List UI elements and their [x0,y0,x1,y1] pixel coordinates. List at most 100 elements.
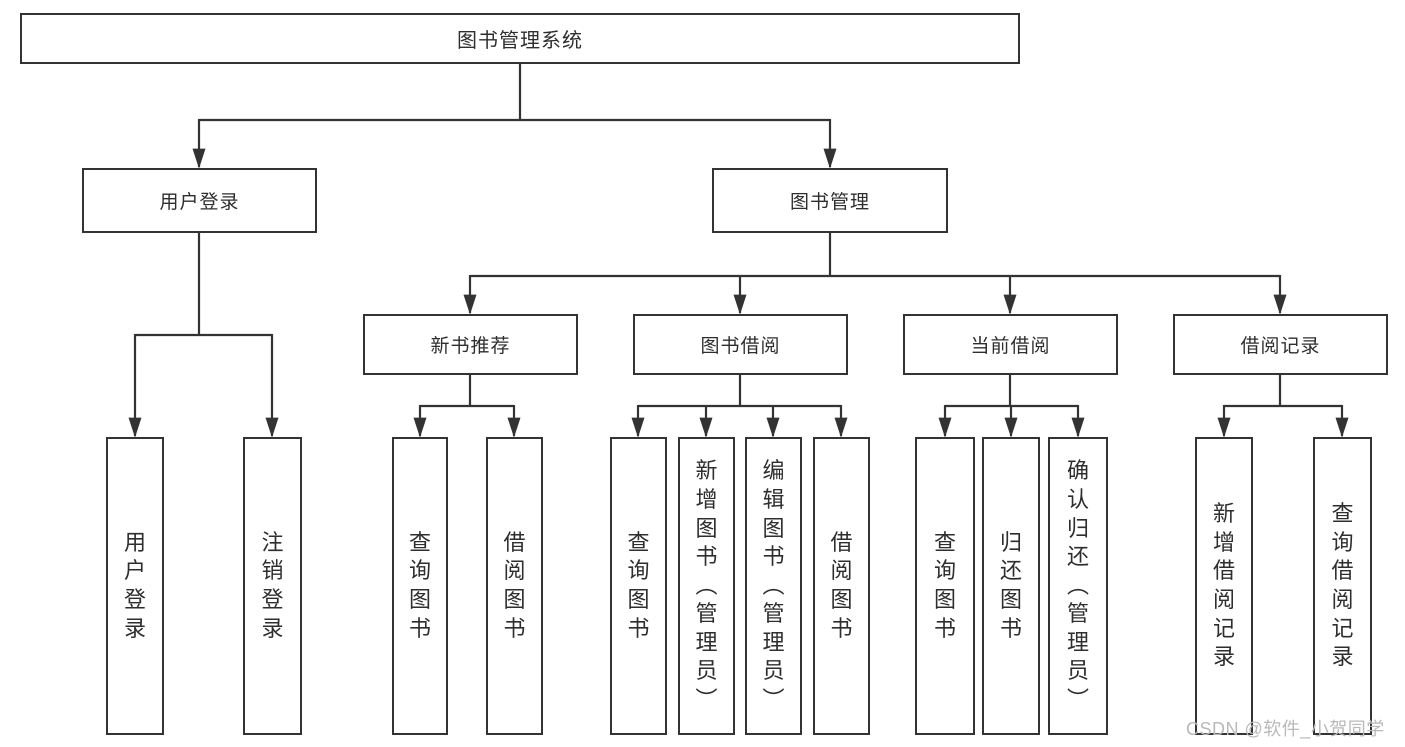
vertical-char: 图 [627,587,650,612]
vertical-char: 销 [261,558,284,584]
vertical-char: 员 [695,658,718,684]
vertical-char: 借 [1331,558,1354,584]
vertical-char: 书 [999,615,1022,641]
node-label: 图书借阅 [700,336,781,357]
vertical-char: 辑 [762,486,785,512]
vertical-char: 注 [261,529,284,555]
leaf-borrow-books-borrowing: 借阅图书 [813,437,870,735]
vertical-char: 阅 [1212,587,1235,612]
vertical-char: 确 [1066,458,1089,484]
node-book-borrowing: 图书借阅 [633,314,848,375]
vertical-char: 增 [695,486,718,512]
vertical-char: 询 [408,558,431,584]
vertical-char: 登 [123,587,146,612]
vertical-char: 认 [1066,486,1089,512]
vertical-char: 员 [762,658,785,684]
vertical-char: 管 [1066,601,1089,627]
vertical-char: 归 [999,529,1022,555]
vertical-char: 书 [408,615,431,641]
vertical-char: 询 [627,558,650,584]
vertical-char: 书 [695,544,718,570]
vertical-char: 新 [1212,501,1235,527]
node-label: 图书管理 [789,192,870,213]
vertical-char: ︶ [695,687,718,713]
vertical-char: 录 [123,615,146,641]
vertical-char: 借 [1212,558,1235,584]
vertical-char: 登 [261,587,284,612]
vertical-char: 图 [933,587,956,612]
leaf-query-books-recommend: 查询图书 [392,437,448,735]
vertical-char: 图 [999,587,1022,612]
vertical-char: 书 [830,615,853,641]
leaf-add-borrow-record: 新增借阅记录 [1195,437,1253,735]
node-label: 新书推荐 [430,336,511,357]
leaf-user-login: 用户登录 [106,437,164,735]
vertical-char: 查 [933,529,956,555]
leaf-return-books: 归还图书 [982,437,1040,735]
leaf-query-books-current: 查询图书 [915,437,975,735]
vertical-char: ︵ [762,572,785,598]
csdn-watermark: CSDN @软件_小贺同学 [1186,719,1385,739]
leaf-edit-books-admin: 编辑图书︵ 管理员 ︶ [745,437,802,735]
leaf-add-books-admin: 新增图书︵ 管理员 ︶ [678,437,735,735]
vertical-char: 录 [1331,644,1354,670]
vertical-char: 录 [1212,644,1235,670]
vertical-char: 还 [1066,544,1089,570]
vertical-char: 询 [933,558,956,584]
vertical-char: 还 [999,558,1022,584]
vertical-char: 理 [695,629,718,655]
connector-segments [135,64,1342,408]
vertical-char: 查 [627,529,650,555]
vertical-char: 记 [1212,615,1235,641]
vertical-char: 增 [1212,529,1235,555]
node-label: 借阅记录 [1240,336,1321,357]
vertical-char: 户 [123,558,146,584]
node-library-management-system: 图书管理系统 [20,13,1020,64]
vertical-char: 归 [1066,515,1089,541]
vertical-char: 图 [503,587,526,612]
vertical-char: 阅 [830,558,853,584]
vertical-char: 管 [762,601,785,627]
vertical-char: 图 [695,515,718,541]
vertical-char: 阅 [503,558,526,584]
vertical-char: 管 [695,601,718,627]
vertical-char: 图 [408,587,431,612]
vertical-char: ︶ [1066,687,1089,713]
vertical-char: 用 [123,529,146,555]
vertical-char: ︶ [762,687,785,713]
vertical-char: 书 [762,544,785,570]
vertical-char: 借 [830,529,853,555]
leaf-logout: 注销登录 [243,437,302,735]
vertical-char: 询 [1331,529,1354,555]
vertical-char: 查 [408,529,431,555]
leaf-query-books-borrowing: 查询图书 [610,437,667,735]
node-label: 当前借阅 [970,336,1051,357]
vertical-char: 理 [1066,629,1089,655]
node-label: 用户登录 [159,192,240,213]
node-label: 图书管理系统 [457,30,583,52]
node-borrow-records: 借阅记录 [1173,314,1388,375]
leaf-borrow-books-recommend: 借阅图书 [486,437,543,735]
node-new-book-recommend: 新书推荐 [363,314,578,375]
vertical-char: 员 [1066,658,1089,684]
vertical-char: 录 [261,615,284,641]
node-book-management: 图书管理 [712,168,948,233]
vertical-char: 书 [627,615,650,641]
vertical-char: 书 [933,615,956,641]
vertical-char: 查 [1331,501,1354,527]
vertical-char: 图 [830,587,853,612]
vertical-char: ︵ [1066,572,1089,598]
node-current-borrowing: 当前借阅 [903,314,1118,375]
vertical-char: 编 [762,458,785,484]
vertical-char: 图 [762,515,785,541]
vertical-char: 记 [1331,615,1354,641]
vertical-char: 借 [503,529,526,555]
leaf-query-borrow-record: 查询借阅记录 [1313,437,1372,735]
vertical-char: ︵ [695,572,718,598]
vertical-char: 理 [762,629,785,655]
node-user-login: 用户登录 [82,168,317,233]
vertical-char: 新 [695,458,718,484]
vertical-char: 阅 [1331,587,1354,612]
